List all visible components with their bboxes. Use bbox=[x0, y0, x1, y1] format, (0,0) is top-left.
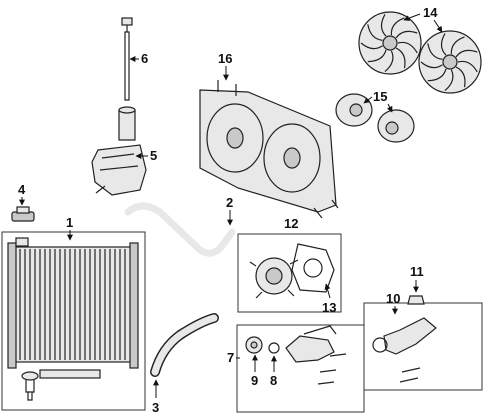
svg-text:1: 1 bbox=[66, 215, 73, 230]
part-7-thermostat-housing[interactable] bbox=[285, 325, 347, 385]
svg-text:15: 15 bbox=[373, 89, 387, 104]
fan-blade bbox=[390, 17, 405, 36]
radiator-box bbox=[1, 231, 146, 411]
part-11-outlet-cap[interactable] bbox=[407, 295, 425, 305]
svg-text:16: 16 bbox=[218, 51, 232, 66]
fan-blade bbox=[427, 68, 447, 82]
callout-5: 5 bbox=[135, 148, 157, 163]
fan-blade bbox=[367, 49, 387, 63]
part-16-fan-shroud[interactable] bbox=[199, 80, 339, 219]
fan-blade bbox=[444, 69, 454, 92]
part-10-water-outlet[interactable] bbox=[372, 317, 437, 383]
svg-text:8: 8 bbox=[270, 373, 277, 388]
part-3-lower-hose[interactable] bbox=[150, 313, 219, 377]
part-8-thermostat-seal[interactable] bbox=[268, 342, 280, 354]
callout-15: 15 bbox=[363, 89, 393, 113]
callout-14: 14 bbox=[403, 5, 443, 33]
callout-10: 10 bbox=[386, 291, 400, 315]
fan-blade bbox=[367, 24, 383, 41]
fan-blade bbox=[384, 50, 394, 73]
fan-blade bbox=[455, 66, 466, 88]
part-13-pump-gasket[interactable] bbox=[291, 243, 335, 293]
fan-blade bbox=[450, 36, 465, 55]
callout-16: 16 bbox=[218, 51, 232, 81]
svg-text:11: 11 bbox=[410, 264, 424, 279]
callout-7: 7 bbox=[227, 350, 240, 365]
callout-4: 4 bbox=[18, 182, 26, 206]
svg-text:2: 2 bbox=[226, 195, 233, 210]
part-9-thermostat[interactable] bbox=[245, 336, 263, 354]
svg-text:6: 6 bbox=[141, 51, 148, 66]
part-5-coolant-reservoir[interactable] bbox=[91, 106, 147, 196]
svg-text:13: 13 bbox=[322, 300, 336, 315]
callout-2: 2 bbox=[226, 195, 233, 226]
svg-text:14: 14 bbox=[423, 5, 438, 20]
fan-blade bbox=[457, 60, 478, 73]
part-1-radiator[interactable] bbox=[1, 231, 146, 411]
part-4-radiator-cap[interactable] bbox=[11, 206, 35, 222]
fan-blade bbox=[427, 43, 443, 60]
outlet-box bbox=[363, 302, 483, 391]
part-14-fan-blades[interactable] bbox=[358, 11, 482, 94]
part-12-water-pump[interactable] bbox=[249, 257, 299, 299]
svg-text:3: 3 bbox=[152, 400, 159, 415]
part-2-upper-hose[interactable] bbox=[124, 202, 236, 257]
fan-blade bbox=[395, 30, 418, 39]
fan-blade bbox=[397, 41, 418, 54]
part-6-dipstick[interactable] bbox=[121, 17, 133, 101]
callout-3: 3 bbox=[152, 379, 159, 415]
part-15-fan-motors[interactable] bbox=[335, 93, 415, 143]
svg-text:7: 7 bbox=[227, 350, 234, 365]
water-pump-box bbox=[237, 233, 342, 313]
callout-1: 1 bbox=[66, 215, 73, 241]
svg-text:12: 12 bbox=[284, 216, 298, 231]
callout-8: 8 bbox=[270, 355, 277, 388]
fan-blade bbox=[360, 42, 383, 50]
fan-blade bbox=[455, 49, 478, 58]
svg-text:9: 9 bbox=[251, 373, 258, 388]
fan-blade bbox=[395, 47, 406, 69]
svg-text:5: 5 bbox=[150, 148, 157, 163]
callout-6: 6 bbox=[129, 51, 148, 66]
callout-13: 13 bbox=[322, 283, 336, 315]
callout-11: 11 bbox=[410, 264, 424, 293]
fan-blade bbox=[420, 61, 443, 69]
svg-text:4: 4 bbox=[18, 182, 26, 197]
callout-9: 9 bbox=[251, 354, 258, 388]
callout-12: 12 bbox=[284, 216, 298, 231]
fan-blade bbox=[440, 33, 447, 56]
svg-text:10: 10 bbox=[386, 291, 400, 306]
fan-blade bbox=[380, 14, 387, 37]
